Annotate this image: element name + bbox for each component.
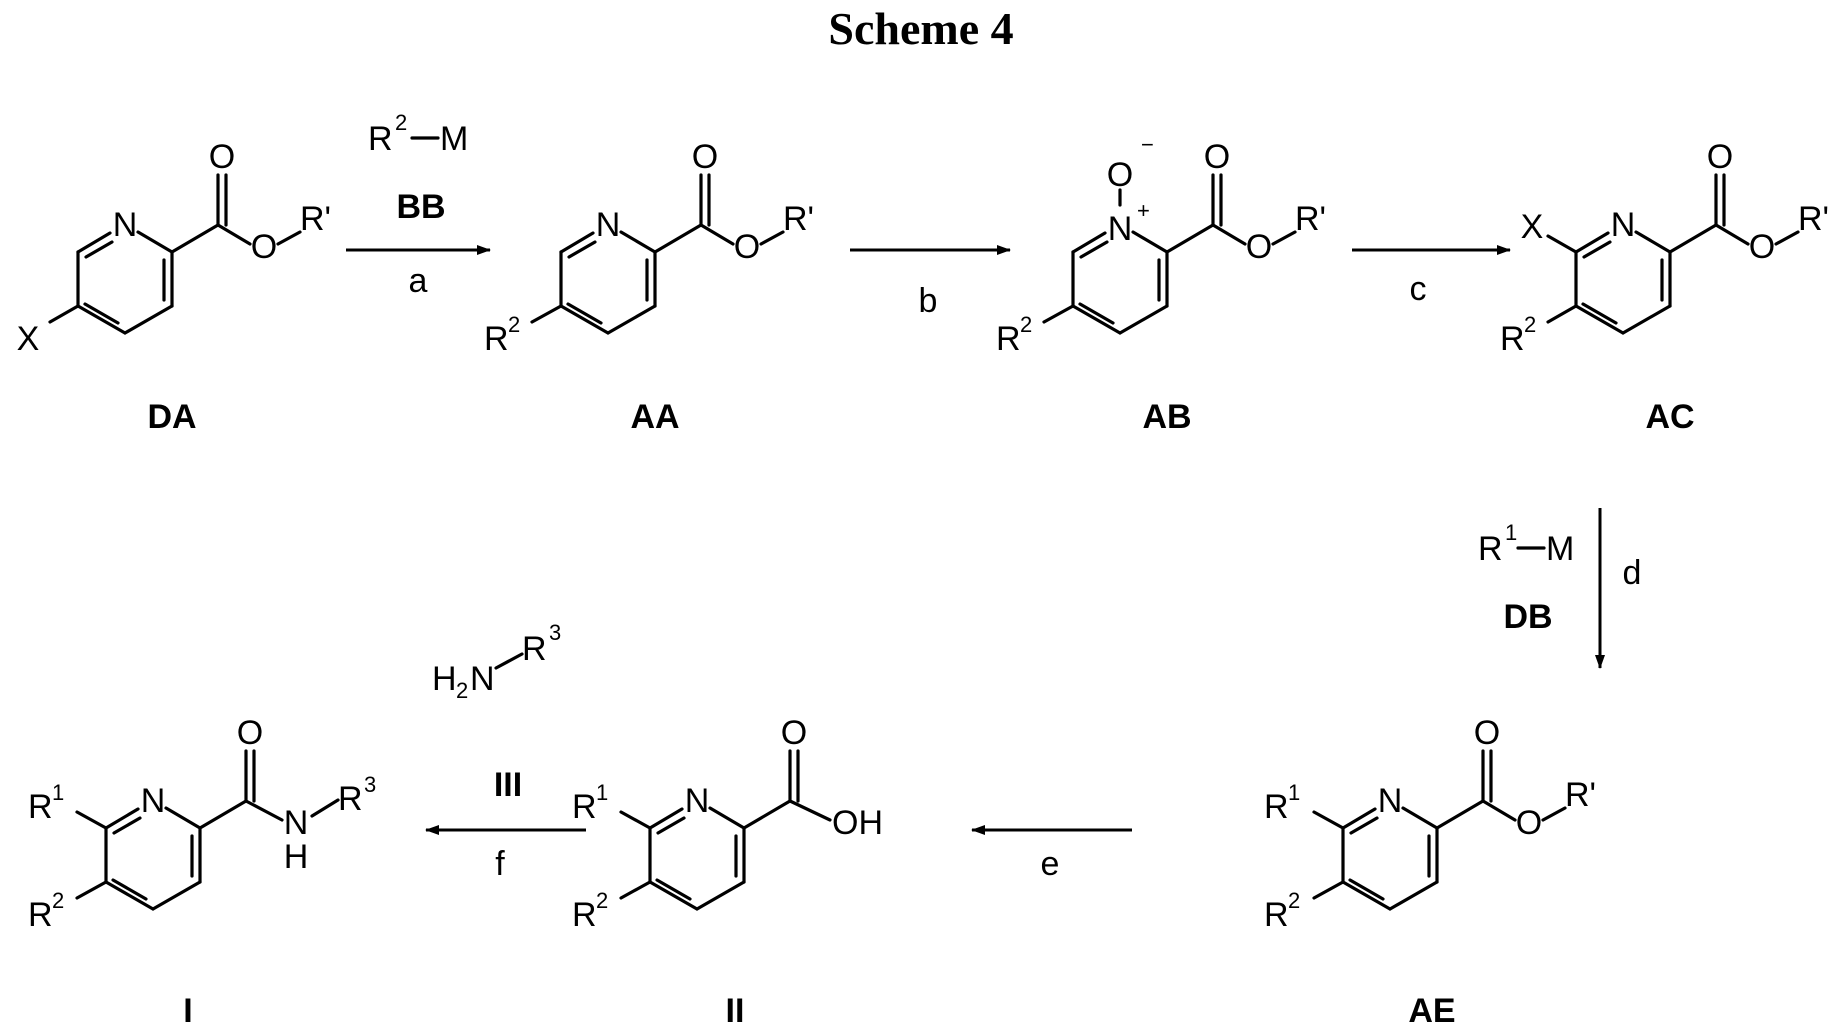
compound-DA: N O O R' X DA	[17, 138, 331, 436]
atom-X: X	[1521, 208, 1544, 246]
reaction-arrow-e: e	[972, 830, 1132, 883]
atom-N: N	[141, 782, 166, 820]
step-d: d	[1623, 554, 1642, 592]
compound-label-AA: AA	[630, 398, 679, 436]
atom-O: O	[1749, 228, 1775, 266]
atom-O: O	[1204, 138, 1230, 176]
superscript: 1	[1505, 520, 1517, 545]
charge-plus: +	[1137, 198, 1150, 223]
atom-R: R	[1500, 320, 1525, 358]
superscript: 3	[549, 620, 561, 645]
atom-O: O	[1707, 138, 1733, 176]
atom-X: X	[17, 320, 40, 358]
superscript: 2	[508, 312, 520, 337]
superscript: 3	[364, 772, 376, 797]
atom-R: R	[522, 630, 547, 668]
superscript: 2	[1524, 312, 1536, 337]
step-e: e	[1041, 845, 1060, 883]
atom-O: O	[781, 714, 807, 752]
atom-OH: OH	[832, 804, 883, 842]
reaction-arrow-d: R 1 M DB d	[1478, 508, 1641, 668]
compound-AC: N O O R' X R 2 AC	[1500, 138, 1829, 436]
atom-R: R	[484, 320, 509, 358]
atom-H: H	[432, 660, 457, 698]
superscript: 2	[1288, 888, 1300, 913]
compound-label-AB: AB	[1142, 398, 1191, 436]
atom-R: R	[1264, 788, 1289, 826]
superscript: 2	[1020, 312, 1032, 337]
atom-N: N	[1611, 206, 1636, 244]
atom-N: N	[1378, 782, 1403, 820]
superscript: 2	[596, 888, 608, 913]
atom-O: O	[251, 228, 277, 266]
superscript: 2	[395, 110, 407, 135]
atom-R-prime: R'	[300, 200, 331, 238]
step-b: b	[919, 282, 938, 320]
atom-R: R	[1264, 896, 1289, 934]
atom-M: M	[440, 120, 468, 158]
atom-R-prime: R'	[1565, 776, 1596, 814]
atom-R: R	[28, 896, 53, 934]
reagent-III: III	[494, 766, 522, 804]
compound-AE: N O O R' R 1 R 2 AE	[1264, 714, 1596, 1028]
atom-O: O	[209, 138, 235, 176]
atom-O: O	[734, 228, 760, 266]
subscript: 2	[456, 678, 468, 703]
scheme-title: Scheme 4	[828, 3, 1013, 54]
reaction-arrow-a: R 2 M BB a	[346, 110, 490, 300]
compound-label-DA: DA	[147, 398, 196, 436]
atom-O: O	[1474, 714, 1500, 752]
compound-label-II: II	[726, 992, 745, 1028]
atom-N: N	[685, 782, 710, 820]
atom-N: N	[284, 804, 309, 842]
atom-N: N	[596, 206, 621, 244]
atom-O: O	[692, 138, 718, 176]
reagent-BB: BB	[396, 188, 445, 226]
atom-R: R	[338, 780, 363, 818]
atom-R: R	[28, 788, 53, 826]
atom-N: N	[113, 206, 138, 244]
atom-R-prime: R'	[1798, 200, 1829, 238]
compound-label-I: I	[183, 992, 192, 1028]
atom-R: R	[368, 120, 393, 158]
step-f: f	[495, 845, 505, 883]
reaction-arrow-c: c	[1352, 250, 1510, 308]
atom-O: O	[1516, 804, 1542, 842]
reagent-DB: DB	[1503, 598, 1552, 636]
superscript: 1	[1288, 780, 1300, 805]
step-c: c	[1410, 270, 1427, 308]
atom-N: N	[1108, 210, 1133, 248]
atom-R: R	[572, 896, 597, 934]
superscript: 1	[596, 780, 608, 805]
reaction-arrow-f: III f H 2 N R 3	[426, 620, 586, 883]
atom-R-prime: R'	[783, 200, 814, 238]
atom-R: R	[1478, 530, 1503, 568]
atom-M: M	[1546, 530, 1574, 568]
superscript: 2	[52, 888, 64, 913]
compound-label-AE: AE	[1408, 992, 1455, 1028]
superscript: 1	[52, 780, 64, 805]
step-a: a	[409, 262, 428, 300]
atom-R: R	[996, 320, 1021, 358]
atom-O: O	[237, 714, 263, 752]
atom-H: H	[284, 838, 309, 876]
compound-AB: O − + N O O R' R 2 AB	[996, 132, 1326, 436]
compound-II: N O OH R 1 R 2 II	[572, 714, 883, 1028]
atom-R: R	[572, 788, 597, 826]
compound-I: N O N H R 3 R 1 R 2 I	[28, 714, 376, 1028]
atom-R-prime: R'	[1295, 200, 1326, 238]
atom-O: O	[1107, 156, 1133, 194]
atom-O: O	[1246, 228, 1272, 266]
reaction-arrow-b: b	[850, 250, 1010, 320]
compound-AA: N O O R' R 2 AA	[484, 138, 814, 436]
compound-label-AC: AC	[1645, 398, 1694, 436]
charge-minus: −	[1141, 132, 1154, 157]
atom-N: N	[470, 660, 495, 698]
